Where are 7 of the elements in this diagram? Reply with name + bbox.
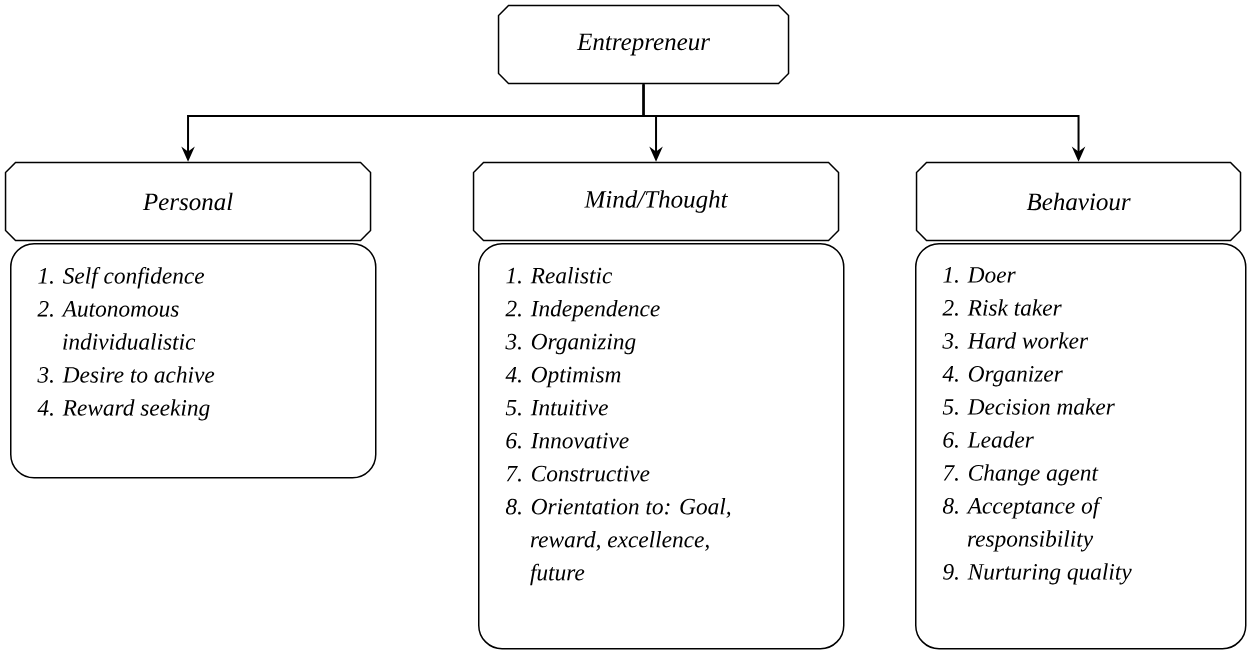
list-box: 1. Self confidence 2. Autonomous individualistic 3. Desire to achive 4. Reward seeking <box>10 243 377 479</box>
list-box: 1. Realistic 2. Independence 3. Organizing 4. Optimism 5. Intuitive 6. Innovative 7. Constructive 8. Orientation to: Goal, reward, excellence, future <box>478 243 845 650</box>
category-box: Personal <box>4 161 372 242</box>
list-box: 1. Doer 2. Risk taker 3. Hard worker 4. Organizer 5. Decision maker 6. Leader 7. Change agent 8. Acceptance of responsibility 9. Nurturing quality <box>915 243 1247 650</box>
category-box: Entrepreneur <box>497 4 790 85</box>
category-box: Behaviour <box>915 161 1242 242</box>
category-box: Mind/Thought <box>472 161 840 242</box>
